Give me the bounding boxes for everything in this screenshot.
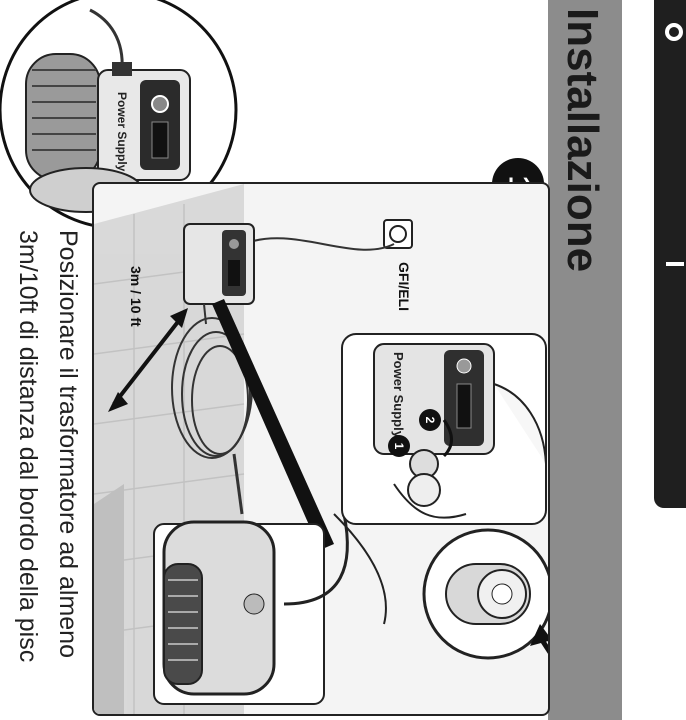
inset2-power-supply-label: Power Supply [391, 352, 406, 439]
installation-illustration: Power Supply GFI/ELI 3m / 10 ft 1 2 [92, 182, 550, 716]
section-tab [654, 0, 686, 508]
page-title: Installazione [556, 8, 608, 272]
tab-divider [666, 262, 684, 266]
page-title-wrap: Installazione [556, 8, 608, 308]
instruction-text: Posizionare il trasformatore ad almeno 3… [2, 230, 88, 720]
callout-1: 1 [391, 438, 407, 454]
tab-icon [664, 22, 684, 42]
outlet-label: GFI/ELI [396, 262, 412, 311]
instruction-line-1: Posizionare il trasformatore ad almeno [48, 230, 88, 720]
distance-label: 3m / 10 ft [128, 266, 144, 327]
installation-drawing: Power Supply [94, 184, 548, 714]
inset-power-supply-label: Power Supply [115, 92, 129, 172]
instruction-line-2: 3m/10ft di distanza dal bordo della pisc [8, 230, 48, 720]
callout-2: 2 [422, 412, 438, 428]
